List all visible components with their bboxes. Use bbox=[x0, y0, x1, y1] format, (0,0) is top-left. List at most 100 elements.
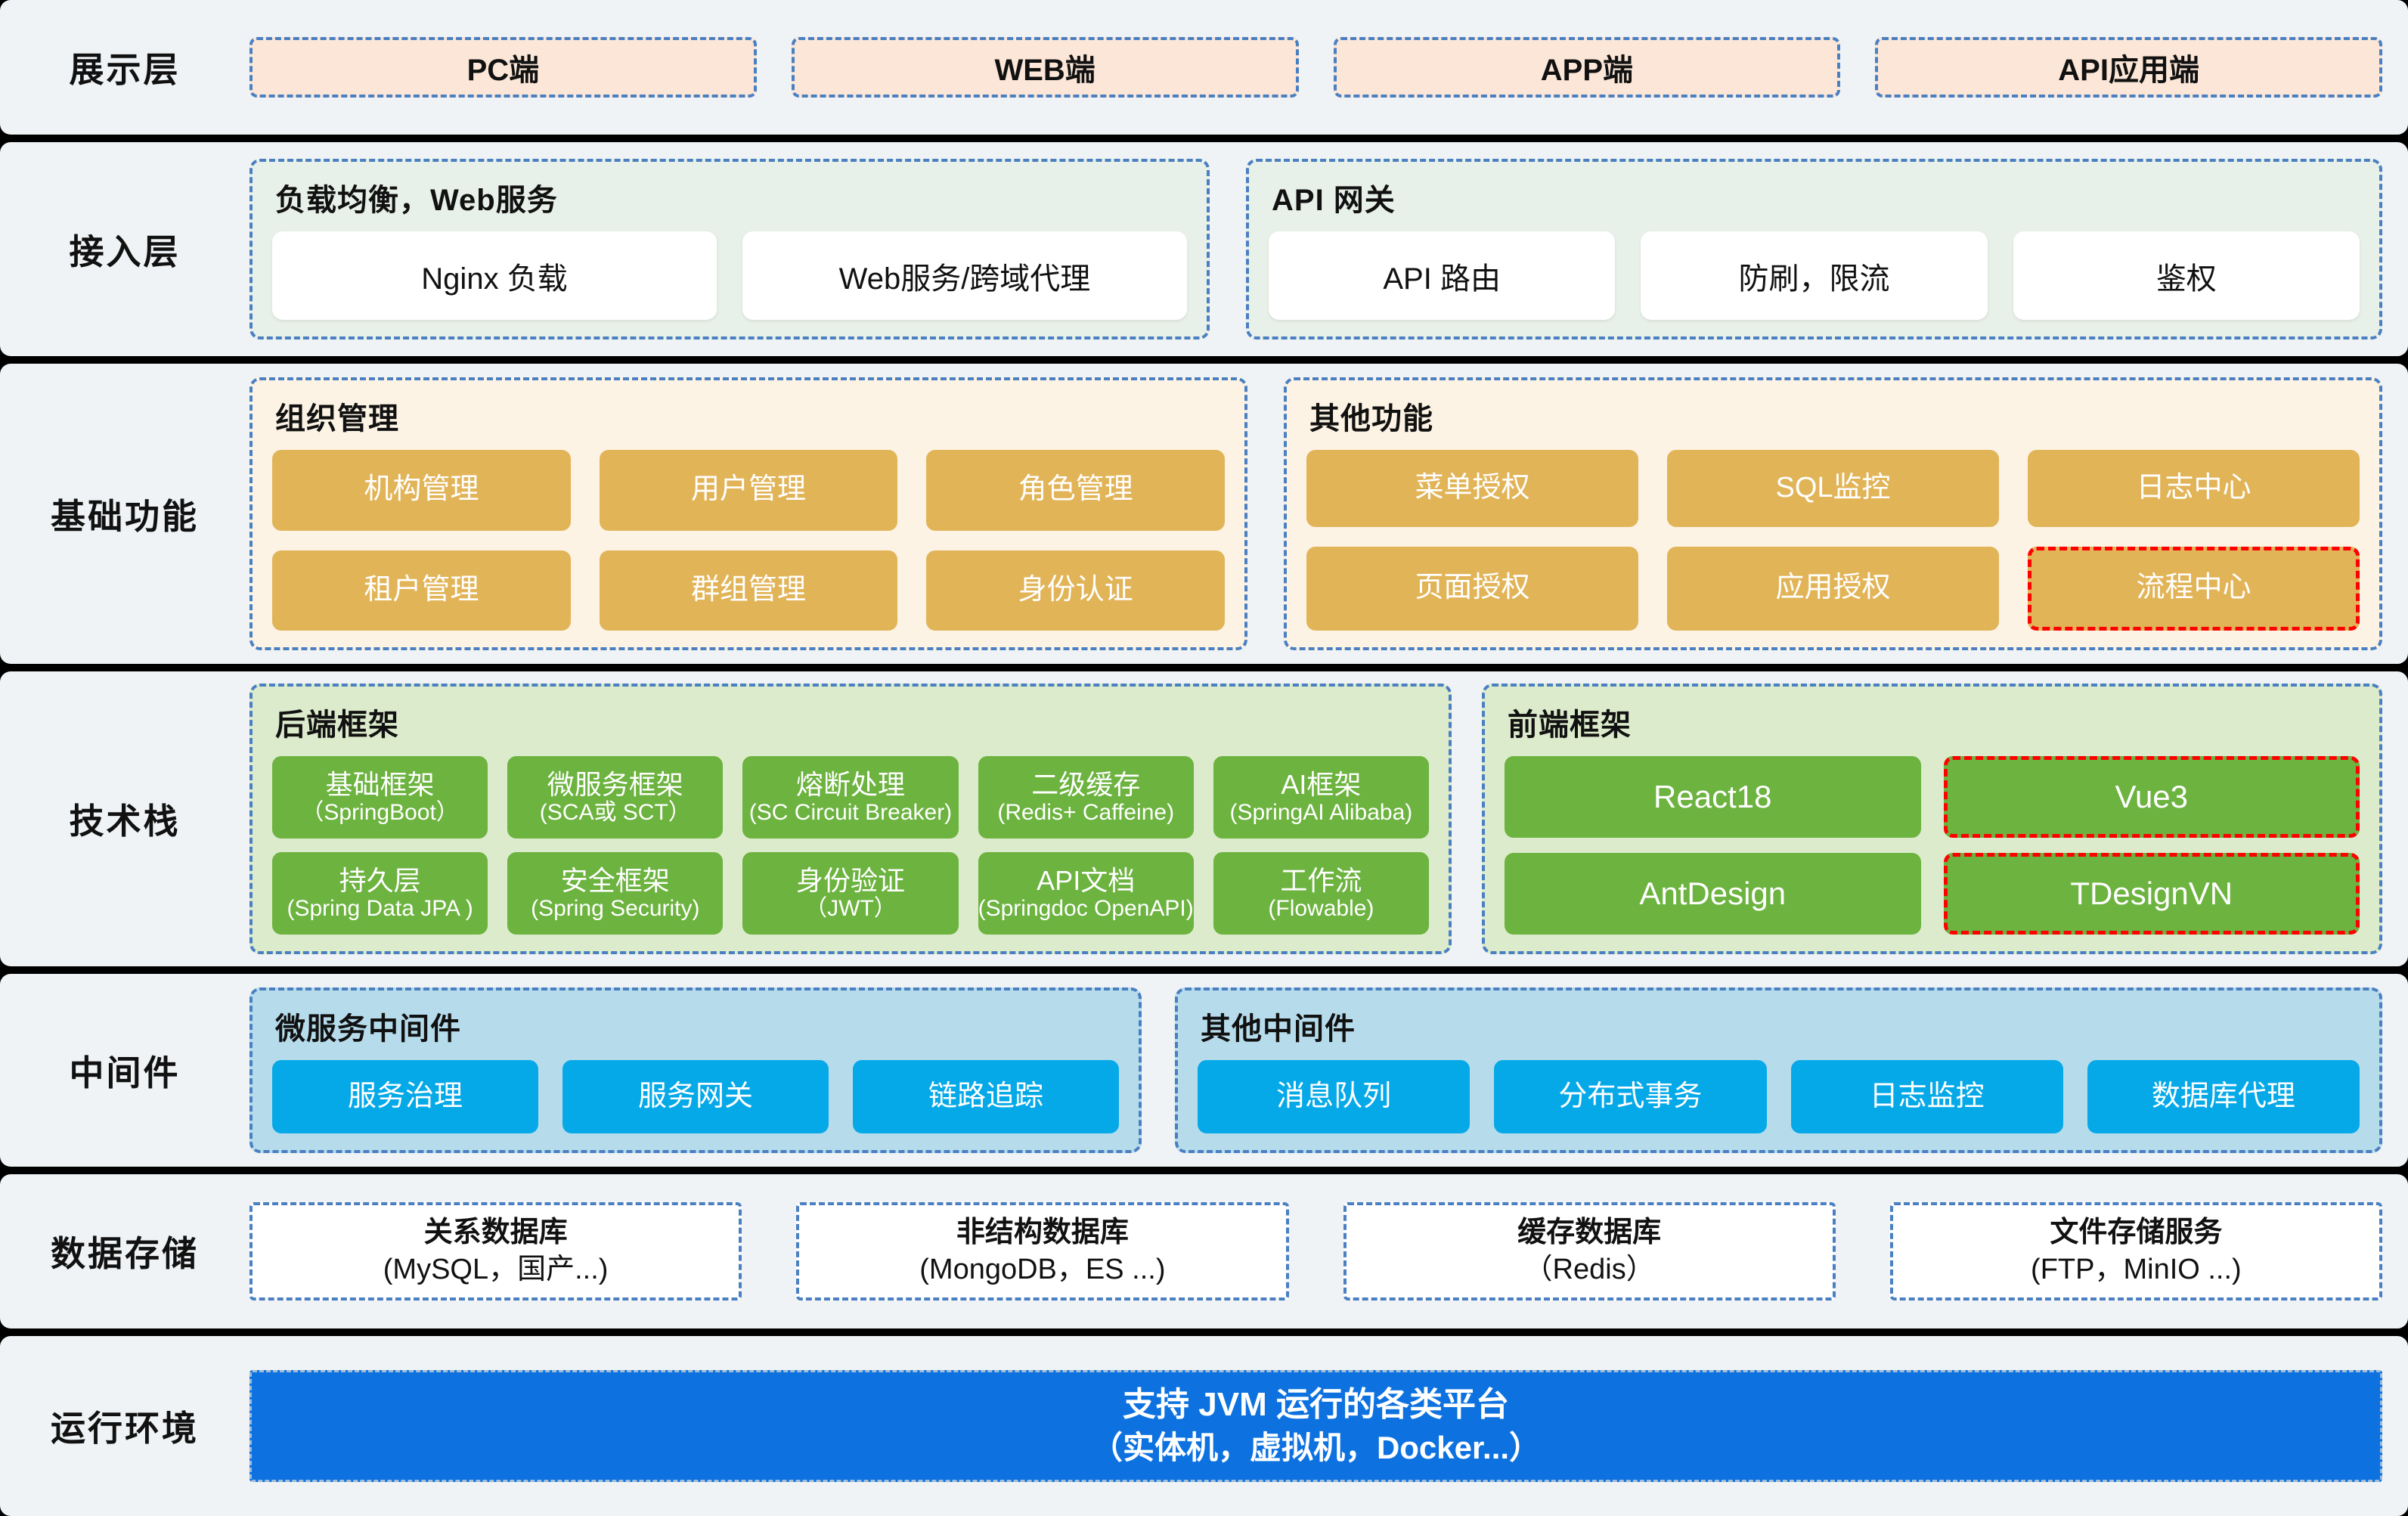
middleware-group-title-other: 其他中间件 bbox=[1201, 1012, 1356, 1046]
tech-tile-base-framework[interactable]: 基础框架（SpringBoot） bbox=[272, 756, 488, 839]
access-card-nginx[interactable]: Nginx 负载 bbox=[272, 231, 717, 320]
middleware-group-microservice: 微服务中间件 服务治理 服务网关 链路追踪 bbox=[249, 987, 1142, 1153]
middleware-tile-service-governance[interactable]: 服务治理 bbox=[272, 1060, 538, 1133]
basic-group-title-other: 其他功能 bbox=[1309, 402, 1433, 436]
tech-tile-security-framework[interactable]: 安全框架(Spring Security) bbox=[507, 852, 724, 935]
runtime-banner-wrap: 支持 JVM 运行的各类平台 （实体机，虚拟机，Docker...） bbox=[249, 1336, 2408, 1516]
row-divider bbox=[0, 966, 2408, 974]
tech-tile-react18[interactable]: React18 bbox=[1505, 756, 1921, 838]
basic-tile-app-authorization[interactable]: 应用授权 bbox=[1667, 546, 1999, 631]
tech-tile-microservice-framework[interactable]: 微服务框架(SCA或 SCT） bbox=[507, 756, 724, 839]
layer-label-tech-stack: 技术栈 bbox=[69, 801, 181, 841]
basic-tile-sql-monitor[interactable]: SQL监控 bbox=[1667, 450, 1999, 527]
middleware-tile-message-queue[interactable]: 消息队列 bbox=[1198, 1060, 1471, 1133]
middleware-tile-log-monitor[interactable]: 日志监控 bbox=[1790, 1060, 2063, 1133]
tech-tile-circuit-breaker[interactable]: 熔断处理(SC Circuit Breaker) bbox=[742, 756, 959, 839]
tech-group-title-backend: 后端框架 bbox=[275, 708, 399, 742]
tech-tile-en: （JWT） bbox=[804, 895, 897, 921]
basic-tile-process-center[interactable]: 流程中心 bbox=[2028, 546, 2360, 631]
basic-tile-log-center[interactable]: 日志中心 bbox=[2028, 450, 2360, 527]
layer-middleware: 中间件 微服务中间件 服务治理 服务网关 链路追踪 其他中间件 消息队列 分布式… bbox=[0, 974, 2408, 1167]
row-divider bbox=[0, 356, 2408, 364]
basic-tile-group-management[interactable]: 群组管理 bbox=[599, 550, 898, 631]
tech-tile-en: (SpringAI Alibaba) bbox=[1229, 799, 1413, 825]
middleware-tile-trace[interactable]: 链路追踪 bbox=[853, 1060, 1119, 1133]
storage-card-relational-db[interactable]: 关系数据库 (MySQL，国产...) bbox=[249, 1202, 742, 1301]
basic-tile-role-management[interactable]: 角色管理 bbox=[926, 450, 1225, 531]
tech-tile-en: (SC Circuit Breaker) bbox=[748, 799, 953, 825]
access-card-webproxy[interactable]: Web服务/跨域代理 bbox=[742, 231, 1187, 320]
tech-tile-cn: 身份验证 bbox=[795, 864, 905, 896]
row-divider bbox=[0, 135, 2408, 142]
storage-card-subtitle: (MongoDB，ES ...) bbox=[919, 1254, 1166, 1285]
basic-tile-org-management[interactable]: 机构管理 bbox=[272, 450, 571, 531]
data-storage-cards: 关系数据库 (MySQL，国产...) 非结构数据库 (MongoDB，ES .… bbox=[249, 1174, 2408, 1328]
storage-card-title: 关系数据库 bbox=[423, 1216, 568, 1248]
middleware-tile-distributed-transaction[interactable]: 分布式事务 bbox=[1494, 1060, 1767, 1133]
basic-tile-identity-auth[interactable]: 身份认证 bbox=[926, 550, 1225, 631]
tech-tile-cn: AI框架 bbox=[1281, 768, 1362, 800]
tech-group-frontend: 前端框架 React18 Vue3 AntDesign TDesignVN bbox=[1482, 684, 2382, 954]
basic-group-title-organization: 组织管理 bbox=[275, 402, 399, 436]
basic-tile-tenant-management[interactable]: 租户管理 bbox=[272, 550, 571, 631]
tech-tile-second-level-cache[interactable]: 二级缓存(Redis+ Caffeine) bbox=[978, 756, 1194, 839]
basic-tile-menu-authorization[interactable]: 菜单授权 bbox=[1306, 450, 1638, 527]
storage-card-nosql-db[interactable]: 非结构数据库 (MongoDB，ES ...) bbox=[796, 1202, 1289, 1301]
layer-label-runtime: 运行环境 bbox=[51, 1409, 199, 1448]
tech-tile-cn: 安全框架 bbox=[560, 864, 670, 896]
access-card-auth[interactable]: 鉴权 bbox=[2013, 231, 2360, 320]
access-group-apigateway: API 网关 API 路由 防刷，限流 鉴权 bbox=[1246, 159, 2382, 339]
middleware-tile-db-proxy[interactable]: 数据库代理 bbox=[2087, 1060, 2360, 1133]
access-card-api-route[interactable]: API 路由 bbox=[1269, 231, 1616, 320]
layer-label-access: 接入层 bbox=[69, 231, 181, 271]
basic-tile-user-management[interactable]: 用户管理 bbox=[599, 450, 898, 531]
middleware-groups: 微服务中间件 服务治理 服务网关 链路追踪 其他中间件 消息队列 分布式事务 日… bbox=[249, 974, 2408, 1167]
tech-tile-cn: 基础框架 bbox=[325, 768, 435, 800]
access-group-title-loadbalance: 负载均衡，Web服务 bbox=[275, 184, 558, 217]
tech-tile-api-doc[interactable]: API文档(Springdoc OpenAPI) bbox=[978, 852, 1194, 935]
access-groups: 负载均衡，Web服务 Nginx 负载 Web服务/跨域代理 API 网关 AP… bbox=[249, 142, 2408, 356]
presentation-card-api[interactable]: API应用端 bbox=[1875, 37, 2382, 98]
tech-tile-workflow[interactable]: 工作流(Flowable) bbox=[1213, 852, 1429, 935]
tech-tile-cn: 熔断处理 bbox=[795, 768, 905, 800]
presentation-card-pc[interactable]: PC端 bbox=[249, 37, 757, 98]
layer-access: 接入层 负载均衡，Web服务 Nginx 负载 Web服务/跨域代理 API 网… bbox=[0, 142, 2408, 356]
presentation-card-app[interactable]: APP端 bbox=[1333, 37, 1841, 98]
tech-tile-en: (Spring Data JPA ) bbox=[287, 895, 473, 921]
basic-group-organization: 组织管理 机构管理 用户管理 角色管理 租户管理 群组管理 身份认证 bbox=[249, 377, 1247, 650]
runtime-banner-title: 支持 JVM 运行的各类平台 bbox=[1123, 1385, 1509, 1423]
tech-tile-identity-verification[interactable]: 身份验证（JWT） bbox=[742, 852, 959, 935]
storage-card-subtitle: （Redis） bbox=[1523, 1254, 1655, 1285]
tech-group-title-frontend: 前端框架 bbox=[1508, 708, 1632, 742]
storage-card-title: 缓存数据库 bbox=[1517, 1216, 1662, 1248]
tech-tile-vue3[interactable]: Vue3 bbox=[1943, 756, 2360, 838]
layer-tech-stack: 技术栈 后端框架 基础框架（SpringBoot） 微服务框架(SCA或 SCT… bbox=[0, 671, 2408, 966]
storage-card-cache-db[interactable]: 缓存数据库 （Redis） bbox=[1343, 1202, 1836, 1301]
basic-group-other: 其他功能 菜单授权 SQL监控 日志中心 页面授权 应用授权 流程中心 bbox=[1284, 377, 2382, 650]
layer-presentation: 展示层 PC端 WEB端 APP端 API应用端 bbox=[0, 0, 2408, 135]
tech-group-backend: 后端框架 基础框架（SpringBoot） 微服务框架(SCA或 SCT） 熔断… bbox=[249, 684, 1452, 954]
storage-card-subtitle: (FTP，MinIO ...) bbox=[2031, 1254, 2242, 1285]
storage-card-title: 文件存储服务 bbox=[2050, 1216, 2223, 1248]
middleware-group-other: 其他中间件 消息队列 分布式事务 日志监控 数据库代理 bbox=[1175, 987, 2382, 1153]
tech-tile-tdesignvn[interactable]: TDesignVN bbox=[1943, 853, 2360, 935]
middleware-tile-service-gateway[interactable]: 服务网关 bbox=[562, 1060, 829, 1133]
tech-tile-cn: API文档 bbox=[1037, 864, 1136, 896]
runtime-banner-subtitle: （实体机，虚拟机，Docker...） bbox=[1090, 1430, 1542, 1466]
basic-tile-page-authorization[interactable]: 页面授权 bbox=[1306, 546, 1638, 631]
layer-runtime: 运行环境 支持 JVM 运行的各类平台 （实体机，虚拟机，Docker...） bbox=[0, 1336, 2408, 1516]
tech-tile-antdesign[interactable]: AntDesign bbox=[1505, 853, 1921, 935]
tech-tile-ai-framework[interactable]: AI框架(SpringAI Alibaba) bbox=[1213, 756, 1429, 839]
presentation-card-web[interactable]: WEB端 bbox=[791, 37, 1299, 98]
layer-data-storage: 数据存储 关系数据库 (MySQL，国产...) 非结构数据库 (MongoDB… bbox=[0, 1174, 2408, 1328]
access-card-ratelimit[interactable]: 防刷，限流 bbox=[1641, 231, 1988, 320]
middleware-group-title-microservice: 微服务中间件 bbox=[275, 1012, 461, 1046]
access-group-title-apigateway: API 网关 bbox=[1272, 184, 1396, 217]
storage-card-file-storage[interactable]: 文件存储服务 (FTP，MinIO ...) bbox=[1889, 1202, 2382, 1301]
row-divider bbox=[0, 1328, 2408, 1336]
runtime-banner[interactable]: 支持 JVM 运行的各类平台 （实体机，虚拟机，Docker...） bbox=[249, 1370, 2382, 1482]
layer-label-presentation: 展示层 bbox=[69, 50, 181, 89]
tech-tile-persistence-layer[interactable]: 持久层(Spring Data JPA ) bbox=[272, 852, 488, 935]
layer-label-middleware: 中间件 bbox=[69, 1053, 181, 1093]
